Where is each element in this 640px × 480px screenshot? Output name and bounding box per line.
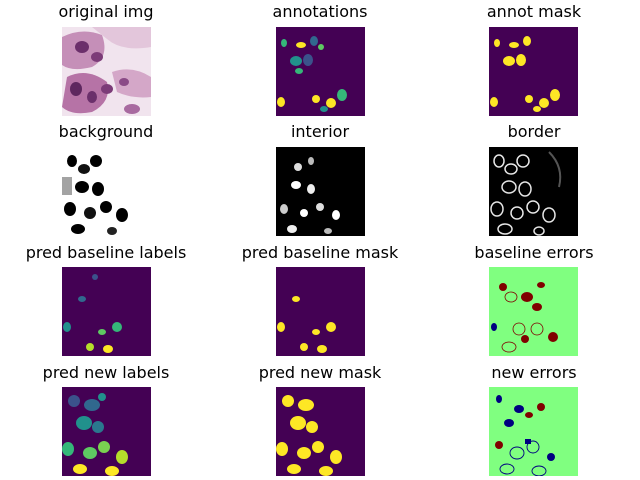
annotations-panel: [276, 27, 365, 116]
new-errors-panel: [489, 387, 578, 476]
border-panel: [489, 147, 578, 236]
panel-title-annotations: annotations: [272, 2, 368, 21]
panel-title-border: border: [507, 122, 561, 141]
panel-title-interior: interior: [290, 122, 350, 141]
interior-panel: [276, 147, 365, 236]
panel-title-pred-baseline-mask: pred baseline mask: [241, 243, 399, 262]
panel-title-new-errors: new errors: [491, 363, 577, 382]
panel-title-original-img: original img: [58, 2, 154, 21]
panel-title-pred-new-mask: pred new mask: [258, 363, 382, 382]
background-panel: [62, 147, 151, 236]
annot-mask-panel: [489, 27, 578, 116]
pred-baseline-mask-panel: [276, 267, 365, 356]
panel-title-annot-mask: annot mask: [486, 2, 582, 21]
panel-title-pred-new-labels: pred new labels: [42, 363, 170, 382]
pred-new-mask-panel: [276, 387, 365, 476]
pred-baseline-labels-panel: [62, 267, 151, 356]
original-img-panel: [62, 27, 151, 116]
pred-new-labels-panel: [62, 387, 151, 476]
panel-title-pred-baseline-labels: pred baseline labels: [25, 243, 187, 262]
baseline-errors-panel: [489, 267, 578, 356]
panel-title-background: background: [58, 122, 154, 141]
panel-title-baseline-errors: baseline errors: [474, 243, 594, 262]
